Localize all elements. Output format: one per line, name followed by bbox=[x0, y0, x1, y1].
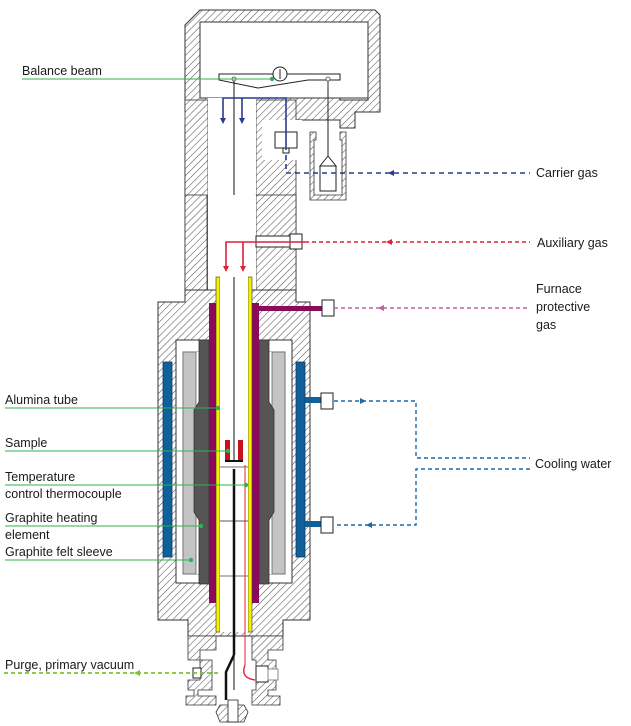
label-thermocouple-line2: control thermocouple bbox=[5, 487, 122, 501]
carrier-gas-line bbox=[220, 97, 530, 176]
purge-vacuum-line bbox=[4, 670, 220, 676]
cooling-in-arrow bbox=[366, 522, 372, 528]
cooling-water-line bbox=[334, 400, 530, 526]
auxiliary-gas-line bbox=[223, 239, 530, 272]
thermocouple bbox=[224, 465, 256, 700]
label-furnace-gas-line3: gas bbox=[536, 318, 556, 332]
heater-shield bbox=[209, 299, 530, 603]
label-auxiliary-gas: Auxiliary gas bbox=[537, 236, 608, 250]
label-alumina-tube: Alumina tube bbox=[5, 393, 78, 407]
label-sample: Sample bbox=[5, 436, 47, 450]
label-balance-beam: Balance beam bbox=[22, 64, 102, 78]
graphite-heating-element bbox=[193, 339, 275, 585]
label-thermocouple-line1: Temperature bbox=[5, 470, 75, 484]
label-purge-vacuum: Purge, primary vacuum bbox=[5, 658, 134, 672]
label-cooling-water: Cooling water bbox=[535, 457, 611, 471]
cooling-out-arrow bbox=[360, 398, 366, 404]
cooling-jacket bbox=[162, 361, 334, 558]
leader-dots bbox=[188, 76, 275, 563]
lower-flange bbox=[185, 635, 284, 723]
label-furnace-gas-line2: protective bbox=[536, 300, 590, 314]
label-carrier-gas: Carrier gas bbox=[536, 166, 598, 180]
label-leaders bbox=[5, 78, 272, 561]
label-heating-element-line1: Graphite heating bbox=[5, 511, 97, 525]
label-furnace-gas-line1: Furnace bbox=[536, 282, 582, 296]
label-heating-element-line2: element bbox=[5, 528, 50, 542]
label-felt-sleeve: Graphite felt sleeve bbox=[5, 545, 113, 559]
